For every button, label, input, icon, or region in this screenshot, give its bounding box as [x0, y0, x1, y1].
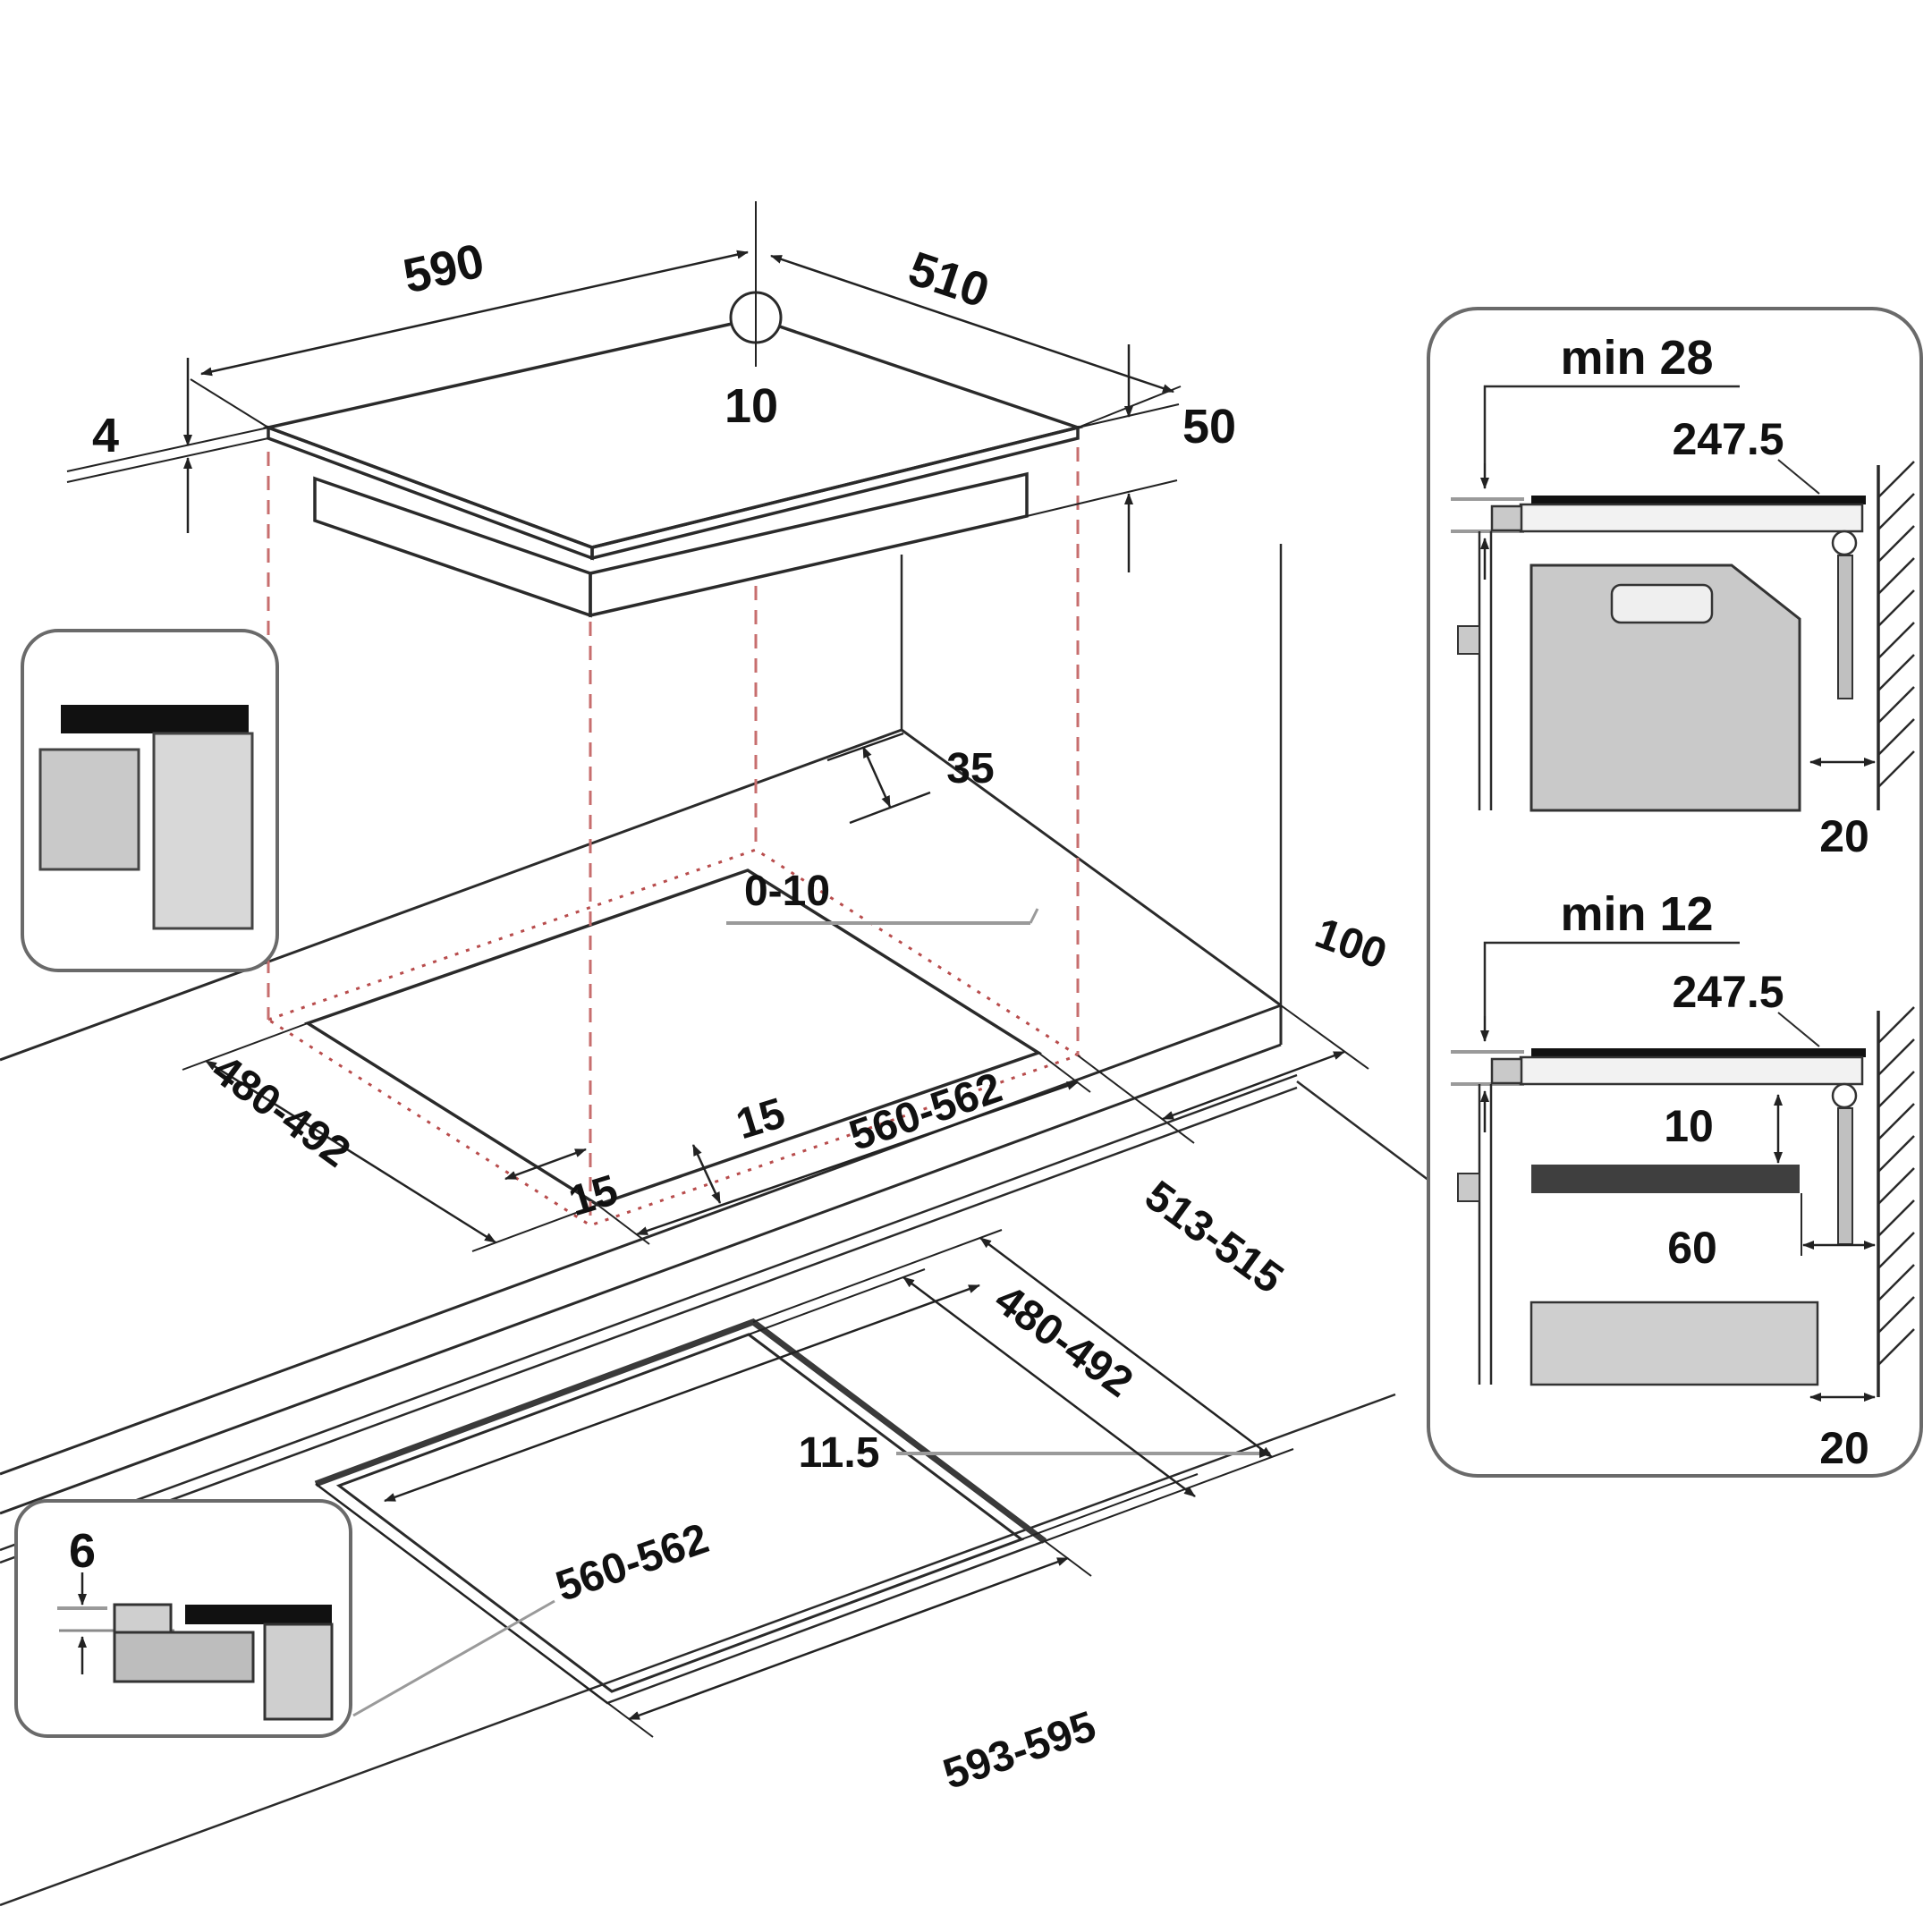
hob-glass-edge-right: [590, 425, 1080, 561]
shelf-gap-label: 10: [1664, 1101, 1714, 1151]
projection-lines: [267, 447, 1080, 1225]
rear-clearance-label: 35: [946, 745, 994, 792]
worktop-right-edge: [901, 728, 1282, 1007]
shelf-inset-label: 60: [1667, 1223, 1717, 1273]
cutout-width-label: 560-562: [843, 1064, 1008, 1160]
countertop-b: [1531, 1048, 1866, 1057]
inset2-hob-glass: [113, 1603, 173, 1634]
inset1-cabinet: [152, 732, 254, 930]
inset2-hob-body: [113, 1631, 255, 1683]
oven: [1530, 564, 1801, 812]
cutout-depth-label: 480-492: [203, 1046, 359, 1176]
wall-hatch-b: [1877, 1006, 1915, 1366]
inset-flush-mount: 6: [14, 1499, 555, 1738]
inset-surface-mount: [21, 629, 279, 972]
cutout-rectangle: [303, 869, 1043, 1207]
inner-width-label: 560-562: [550, 1515, 715, 1611]
bracket-b: [1490, 1057, 1523, 1085]
inset2-worktop-bar: [185, 1605, 332, 1624]
wall-gap-a-label: 20: [1819, 811, 1869, 861]
inset1-worktop-bar: [61, 705, 249, 733]
side-clearance-label: 100: [1309, 910, 1393, 979]
middle-dimensions: [182, 732, 1369, 1252]
outer-width-label: 593-595: [937, 1703, 1102, 1799]
outer-depth-label: 513-515: [1136, 1172, 1292, 1302]
flush-recess-view: [0, 1073, 1430, 1907]
oven-handle: [1610, 583, 1714, 624]
body-height-label: 50: [1182, 400, 1236, 453]
glass-edge-label: 4: [92, 409, 119, 462]
center-hole-label: 10: [724, 379, 778, 433]
hob-section-b: [1519, 1055, 1864, 1086]
center-distance-b-label: 247.5: [1672, 967, 1784, 1017]
hob-section-a: [1519, 503, 1864, 533]
countertop-a: [1531, 496, 1866, 504]
worktop-front-edge: [0, 1004, 1282, 1476]
top-dimensions: [66, 201, 1182, 572]
hob-glass-top: [262, 317, 1084, 549]
wall-hatch-a: [1877, 461, 1915, 788]
bracket-a: [1490, 504, 1523, 532]
hob-top-view: [262, 291, 1084, 618]
wall-gap-b-label: 20: [1819, 1423, 1869, 1473]
inset1-hob-body: [38, 748, 140, 871]
shelf: [1531, 1165, 1800, 1193]
width-label: 590: [399, 233, 489, 303]
side-views-panel: min 28 247.5 20: [1427, 307, 1923, 1478]
worktop-back-edge: [0, 728, 902, 1062]
flush-depth-label: 6: [69, 1524, 96, 1578]
worktop-front-band: [0, 1043, 1282, 1515]
center-distance-a-label: 247.5: [1672, 414, 1784, 464]
depth-label: 510: [902, 242, 996, 318]
min28-label: min 28: [1560, 331, 1713, 385]
rim-width-label: 11.5: [799, 1429, 880, 1477]
bottom-worktop-back-edge: [0, 1073, 1298, 1552]
side-view-min28: [1451, 385, 1915, 812]
bottom-dimensions: [315, 1229, 1294, 1738]
min12-label: min 12: [1560, 887, 1713, 941]
side-view-min12: [1451, 941, 1915, 1402]
hob-footprint-dotted: [265, 848, 1081, 1227]
overhang-label: 0-10: [744, 868, 830, 915]
inset2-cabinet: [263, 1623, 334, 1721]
recess-outer-rim: [314, 1318, 1047, 1544]
drawer: [1530, 1301, 1819, 1386]
